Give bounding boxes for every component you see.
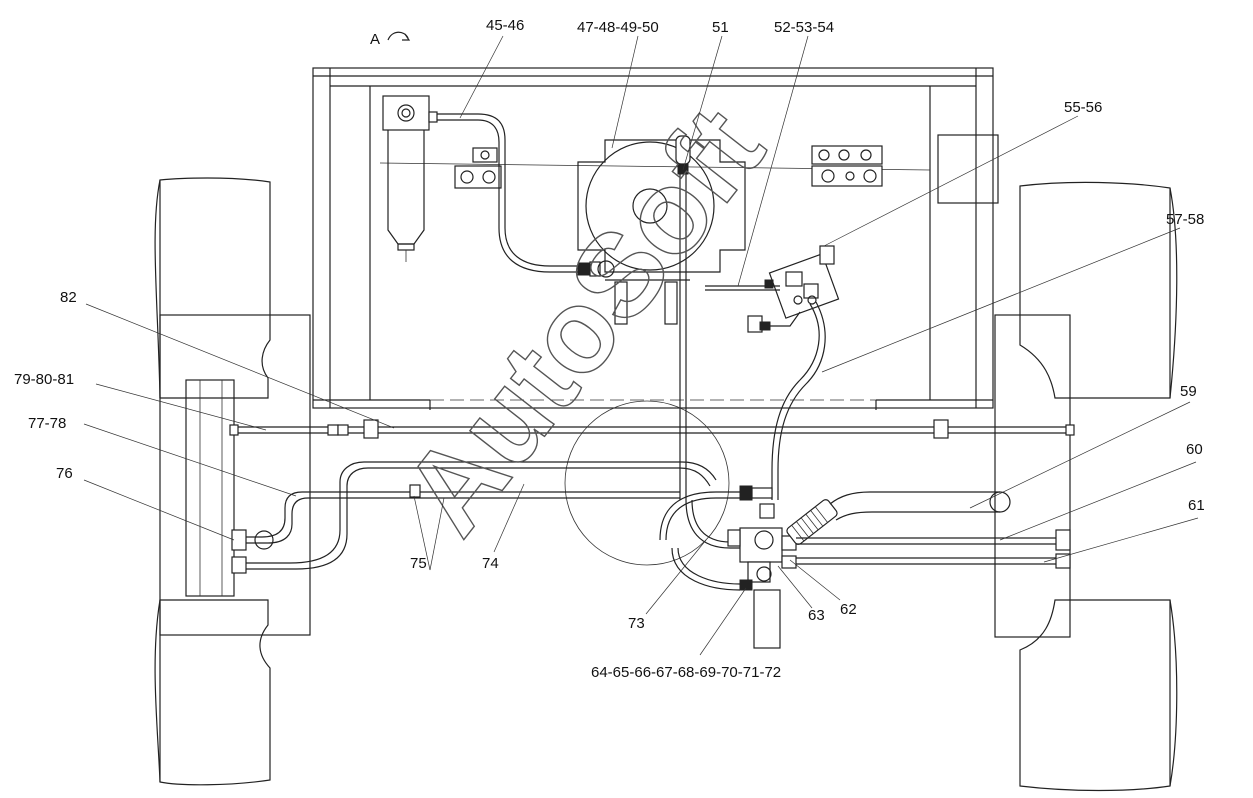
callout-62: 62 bbox=[840, 601, 857, 618]
left-rear-tire bbox=[154, 599, 271, 786]
callout-63: 63 bbox=[808, 607, 825, 624]
pipes-60-61 bbox=[796, 529, 1071, 569]
left-axle-housing bbox=[159, 314, 311, 636]
callout-57-58: 57-58 bbox=[1166, 211, 1204, 228]
pipe-filter-to-tank bbox=[437, 113, 615, 278]
callout-74: 74 bbox=[482, 555, 499, 572]
watermark-text: AutoSoft bbox=[378, 84, 789, 558]
callout-59: 59 bbox=[1180, 383, 1197, 400]
left-front-tire bbox=[154, 177, 271, 399]
callout-77-78: 77-78 bbox=[28, 415, 66, 432]
right-axle-housing bbox=[994, 314, 1071, 638]
callout-75: 75 bbox=[410, 555, 427, 572]
view-marker: A bbox=[370, 31, 411, 48]
callout-61: 61 bbox=[1188, 497, 1205, 514]
control-valve-block bbox=[705, 245, 840, 333]
view-label: A bbox=[370, 31, 380, 48]
steering-cylinder-outline bbox=[564, 400, 730, 566]
callout-76: 76 bbox=[56, 465, 73, 482]
callout-73: 73 bbox=[628, 615, 645, 632]
hydraulic-filter bbox=[382, 95, 438, 262]
callout-47-50: 47-48-49-50 bbox=[577, 19, 659, 36]
clamp-left bbox=[454, 147, 502, 189]
callout-52-54: 52-53-54 bbox=[774, 19, 834, 36]
callout-51: 51 bbox=[712, 19, 729, 36]
central-manifold bbox=[659, 485, 797, 649]
callout-60: 60 bbox=[1186, 441, 1203, 458]
hydraulic-tank bbox=[577, 139, 746, 325]
callout-55-56: 55-56 bbox=[1064, 99, 1102, 116]
right-rear-tire bbox=[1019, 599, 1178, 792]
callout-79-81: 79-80-81 bbox=[14, 371, 74, 388]
cross-tube-82 bbox=[229, 419, 1075, 439]
callout-64-72: 64-65-66-67-68-69-70-71-72 bbox=[591, 664, 781, 681]
callout-82: 82 bbox=[60, 289, 77, 306]
leader-lines bbox=[83, 35, 1199, 656]
pipes-left-routing bbox=[231, 461, 717, 574]
clamp-right bbox=[811, 145, 883, 187]
hose-59 bbox=[786, 491, 1011, 545]
callout-45-46: 45-46 bbox=[486, 17, 524, 34]
right-front-tire bbox=[1019, 181, 1178, 399]
pipe-51-vertical bbox=[675, 135, 691, 500]
main-frame bbox=[312, 67, 999, 410]
callout-labels: 45-46 47-48-49-50 51 52-53-54 55-56 57-5… bbox=[14, 17, 1205, 681]
pipe-57-58 bbox=[771, 301, 826, 500]
